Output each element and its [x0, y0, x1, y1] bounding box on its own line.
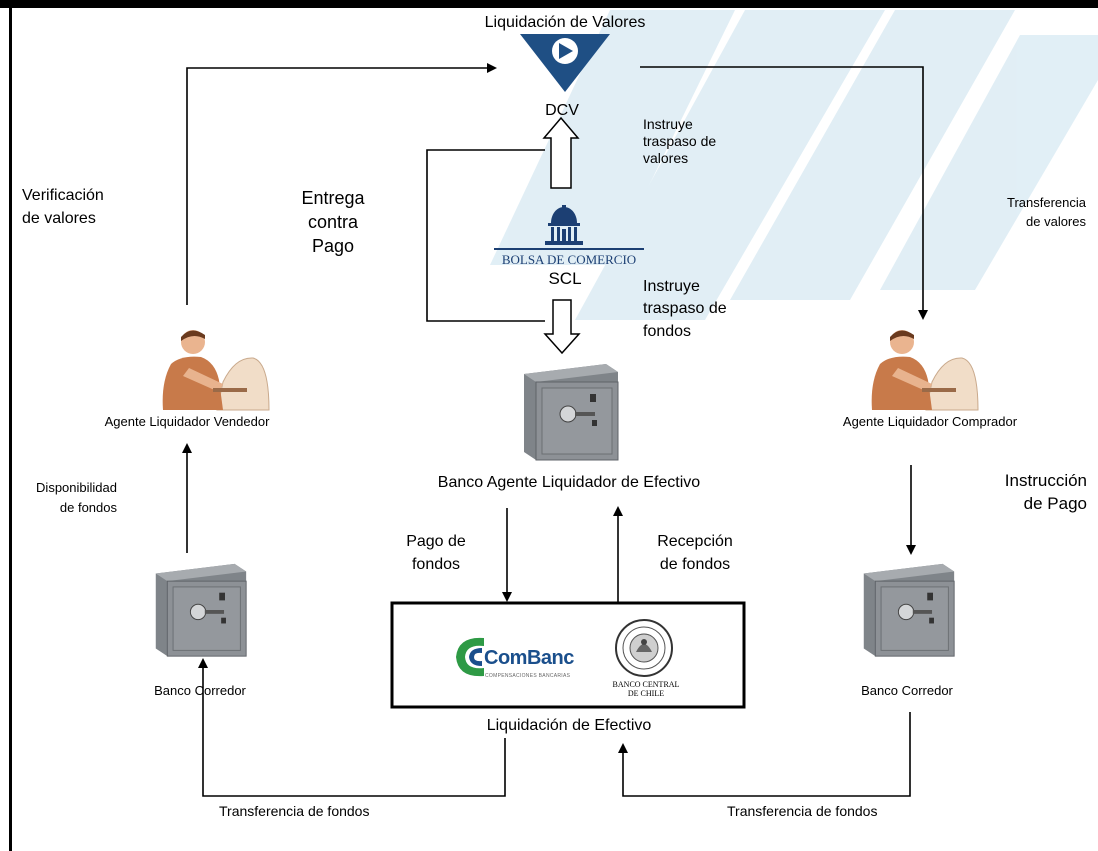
- banco-agente-label: Banco Agente Liquidador de Efectivo: [437, 474, 701, 491]
- hollow-arrow-down: [543, 299, 581, 355]
- arrow-transfer-fondos-right: [618, 712, 911, 797]
- agente-vendedor-label: Agente Liquidador Vendedor: [104, 414, 270, 429]
- banco-corredor-left-label: Banco Corredor: [154, 683, 246, 698]
- banco-corredor-right-safe-icon: [863, 563, 955, 657]
- instruye-valores-label: Instruye traspaso de valores: [643, 116, 717, 167]
- combanc-name: ComBanc: [484, 647, 574, 669]
- instruccion-pago-label: Instrucción de Pago: [1004, 471, 1087, 513]
- banco-central-label: BANCO CENTRAL DE CHILE: [612, 680, 680, 699]
- watermark-stripe: [730, 10, 1015, 300]
- liquidacion-efectivo-box: [390, 601, 746, 709]
- combanc-tagline: COMPENSACIONES BANCARIAS: [485, 673, 571, 679]
- banco-corredor-right-label: Banco Corredor: [861, 683, 953, 698]
- loop-entrega-contra-pago: [426, 149, 545, 322]
- scl-label: SCL: [548, 269, 582, 288]
- watermark-stripe: [490, 10, 735, 265]
- entrega-contra-pago-label: Entrega contra Pago: [301, 188, 365, 257]
- frame-top: [0, 0, 1098, 8]
- recepcion-fondos-label: Recepción de fondos: [657, 533, 733, 574]
- arrow-transfer-fondos-left: [198, 658, 506, 797]
- dcv-logo-icon: [520, 34, 610, 92]
- disponibilidad-fondos-label: Disponibilidad de fondos: [36, 480, 117, 515]
- agente-vendedor-person-icon: [162, 330, 270, 411]
- watermark-stripe: [575, 10, 885, 320]
- pago-fondos-label: Pago de fondos: [406, 533, 466, 574]
- bolsa-building-icon: [545, 205, 583, 245]
- transferencia-fondos-left-label: Transferencia de fondos: [219, 803, 370, 819]
- bolsa-logo-text: BOLSA DE COMERCIO: [501, 252, 637, 267]
- instruye-fondos-label: Instruye traspaso de fondos: [643, 278, 727, 340]
- transferencia-fondos-right-label: Transferencia de fondos: [727, 803, 878, 819]
- title-liquidacion-valores: Liquidación de Valores: [484, 14, 646, 31]
- bolsa-divider: [494, 248, 644, 250]
- banco-agente-safe-icon: [524, 364, 619, 461]
- dcv-label: DCV: [545, 102, 579, 119]
- transferencia-valores-label: Transferencia de valores: [1007, 195, 1086, 229]
- banco-corredor-left-safe-icon: [155, 563, 247, 657]
- arrow-transferencia-valores: [640, 66, 928, 320]
- verificacion-valores-label: Verificación de valores: [22, 187, 104, 228]
- combanc-logo-icon: [456, 637, 484, 677]
- agente-comprador-person-icon: [871, 330, 979, 411]
- watermark-stripe: [880, 35, 1098, 290]
- hollow-arrow-up: [542, 116, 580, 189]
- banco-central-seal-icon: [615, 619, 673, 677]
- liquidacion-efectivo-label: Liquidación de Efectivo: [486, 717, 652, 734]
- arrow-verificacion: [186, 63, 497, 305]
- frame-left: [9, 8, 12, 851]
- agente-comprador-label: Agente Liquidador Comprador: [842, 414, 1018, 429]
